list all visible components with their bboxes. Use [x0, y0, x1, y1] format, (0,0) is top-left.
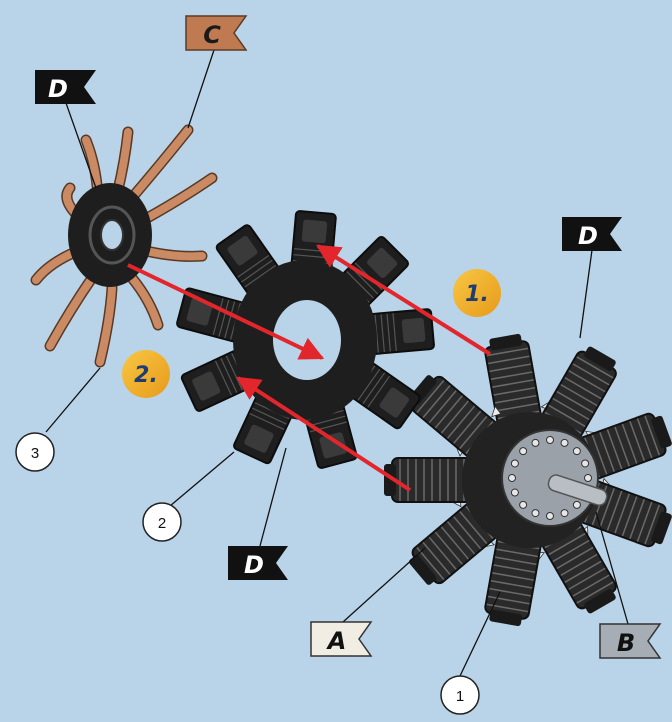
part-number-1: 1: [441, 676, 479, 714]
cylinder: [384, 446, 474, 502]
part-number-label: 1: [456, 688, 464, 705]
step-label-1: 1.: [465, 282, 489, 307]
flag-c-top: C: [186, 16, 246, 50]
flag-a-bottom: A: [311, 622, 371, 656]
flag-label: C: [203, 21, 221, 49]
flag-label: D: [244, 551, 264, 579]
part-number-3: 3: [16, 433, 54, 471]
cylinder-base: [369, 309, 434, 354]
step-badge-1: 1.: [453, 269, 501, 317]
part-number-label: 3: [31, 445, 39, 462]
flag-label: D: [578, 222, 598, 250]
flag-b-bottom: B: [600, 624, 660, 658]
crankcase-part-2: [176, 211, 434, 469]
step-label-2: 2.: [134, 363, 158, 388]
flag-label: D: [48, 75, 68, 103]
flag-label: B: [617, 629, 635, 657]
flag-d-right: D: [562, 217, 622, 251]
flag-d-top-left: D: [35, 70, 96, 104]
part-number-label: 2: [158, 515, 166, 532]
part-number-2: 2: [143, 503, 181, 541]
flag-label: A: [326, 627, 347, 655]
engine-body-part-1: [384, 330, 672, 627]
flag-d-bottom: D: [228, 546, 288, 580]
step-badge-2: 2.: [122, 350, 170, 398]
